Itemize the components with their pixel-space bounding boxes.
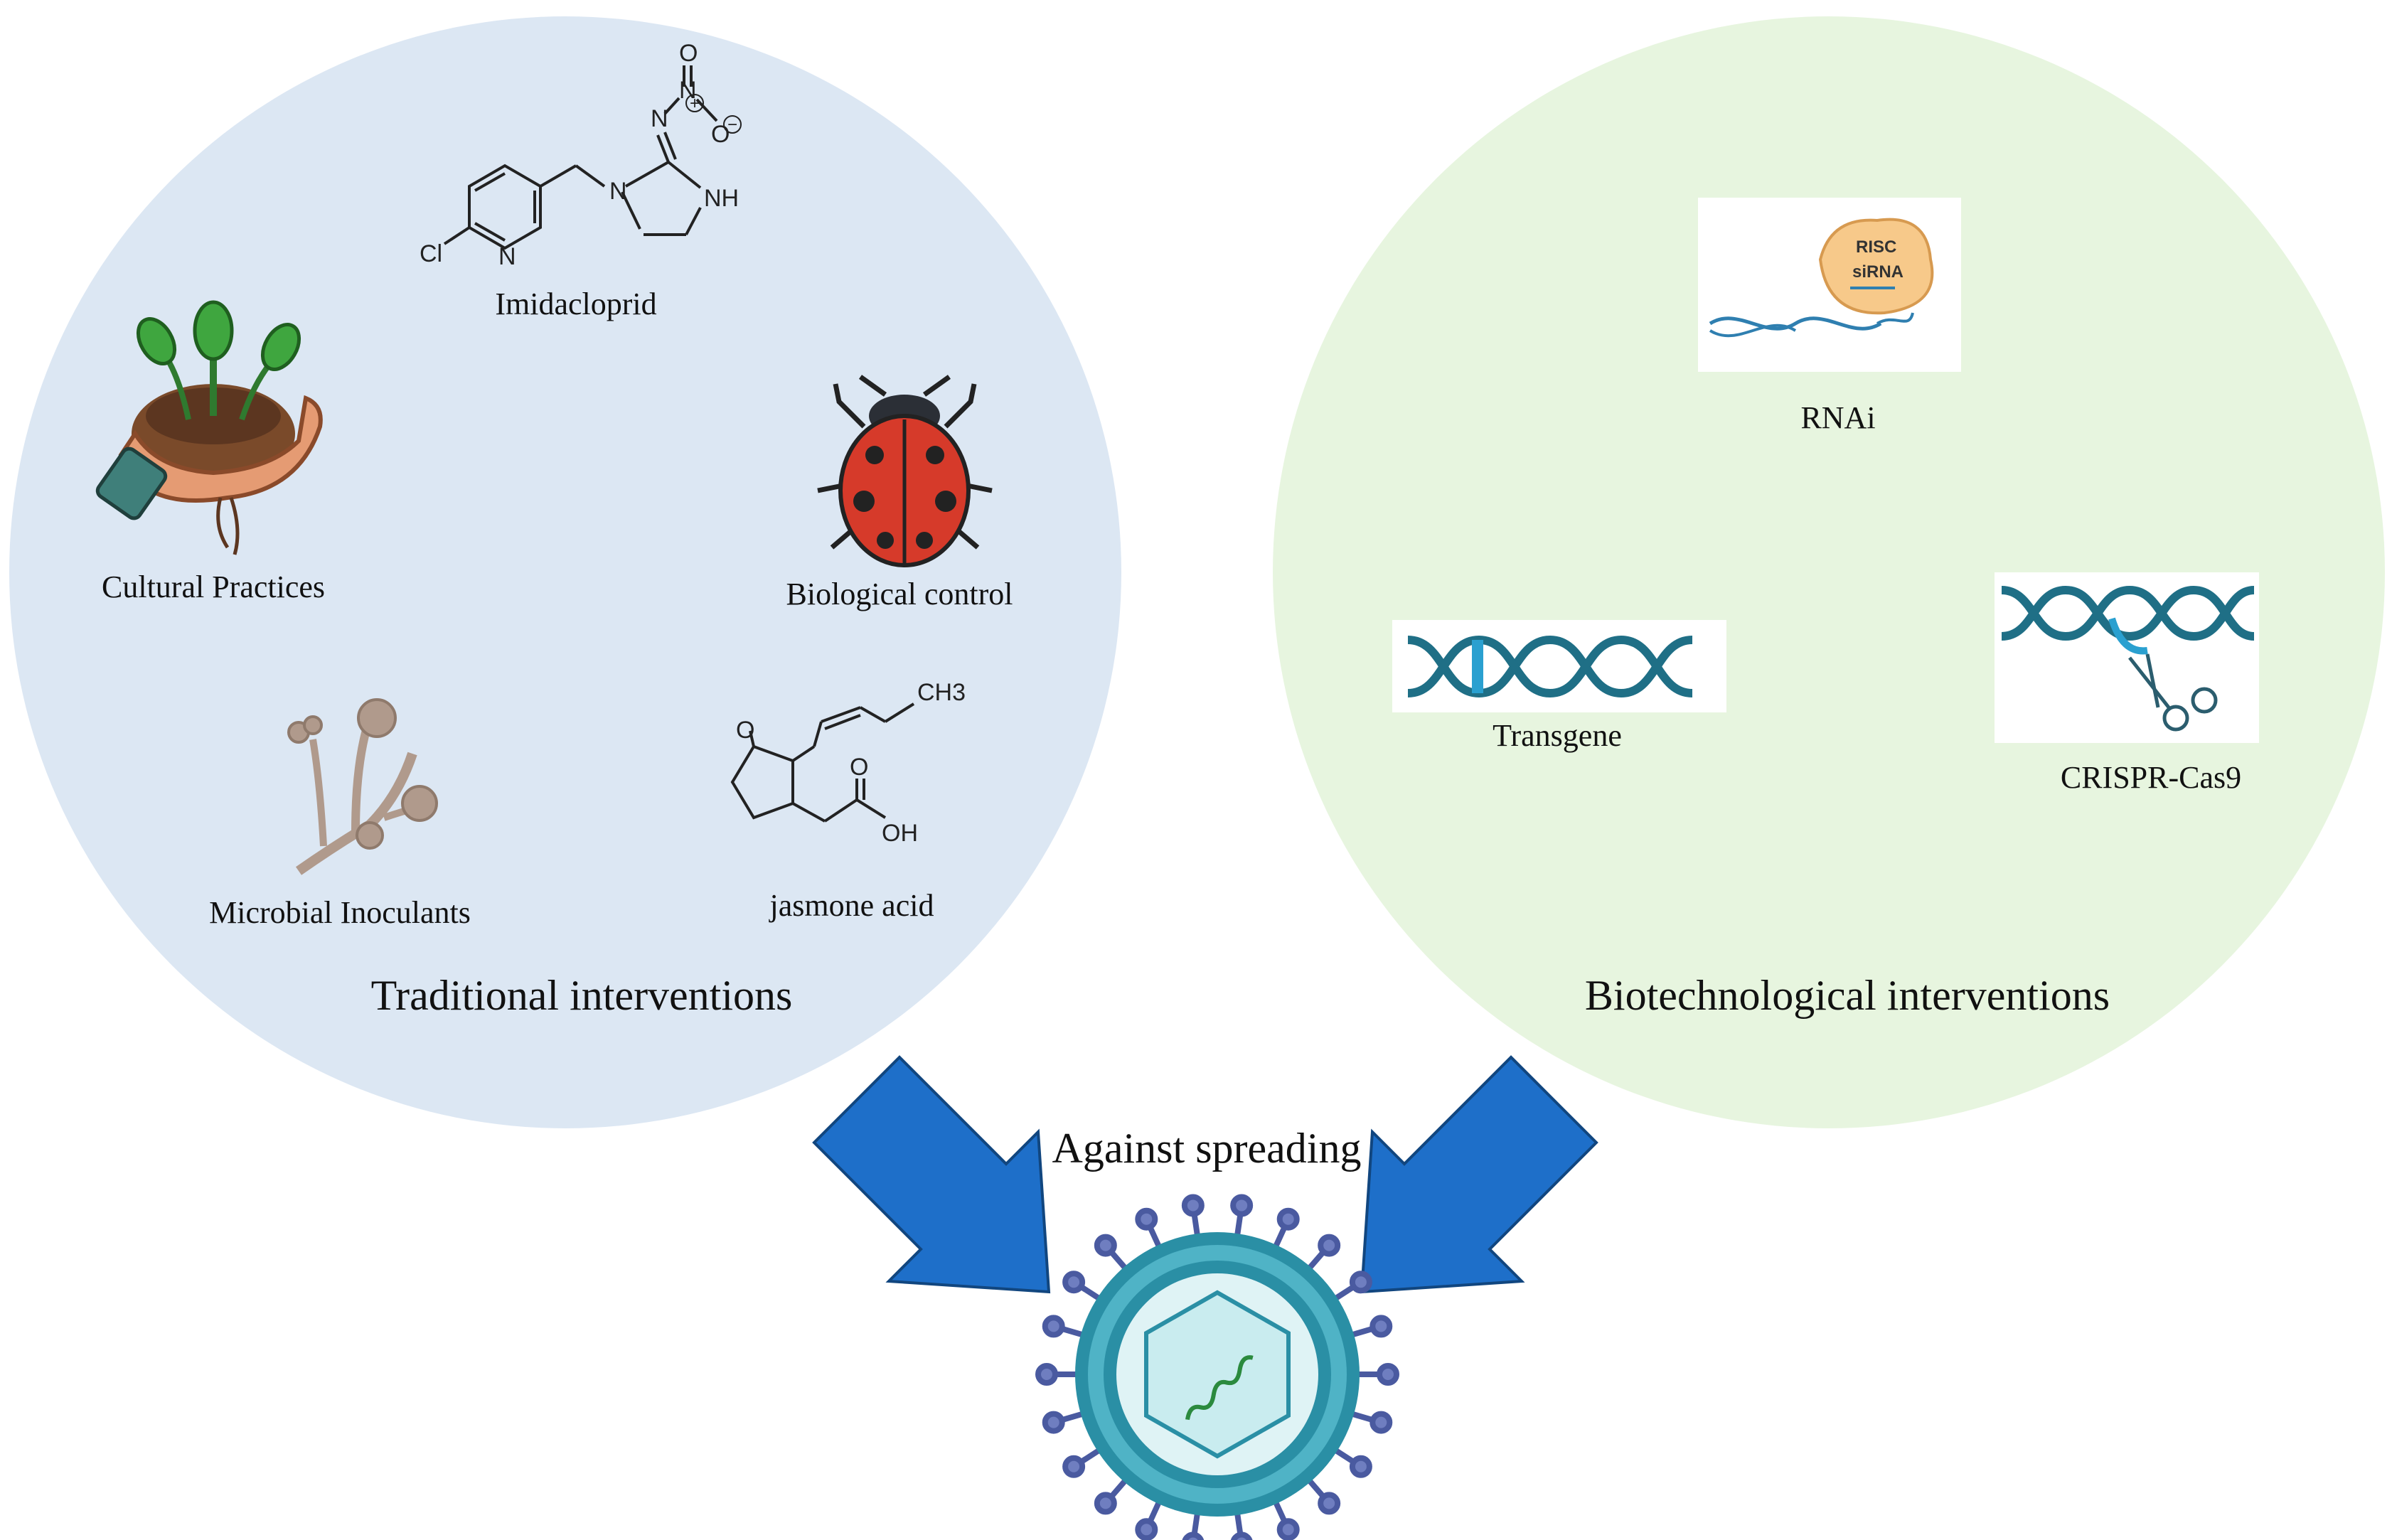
imidacloprid-structure-icon: [443, 65, 718, 250]
virus-spike-cap: [1349, 1271, 1372, 1294]
chem-label-o: O: [736, 717, 754, 744]
virus-spike-cap: [1276, 1518, 1300, 1540]
traditional-title: Traditional interventions: [370, 972, 793, 1019]
virus-spike-cap: [1062, 1455, 1086, 1478]
chem-label-n: N: [498, 243, 516, 270]
chem-label-oh: OH: [882, 820, 918, 847]
biotech-title: Biotechnological interventions: [1584, 972, 2110, 1019]
chem-label-ch3: CH3: [917, 679, 966, 706]
virus-spike-cap: [1377, 1363, 1399, 1386]
biological-control-label: Biological control: [786, 577, 1013, 611]
microbial-inoculants-label: Microbial Inoculants: [209, 895, 471, 930]
virus-spike-cap: [1181, 1194, 1205, 1217]
cultural-practices-label: Cultural Practices: [101, 570, 326, 604]
chem-charge-plus: +: [690, 94, 700, 113]
virus-spike-cap: [1135, 1207, 1158, 1231]
chem-label-cl: Cl: [420, 240, 442, 267]
virus-spike-cap: [1349, 1455, 1372, 1478]
imidacloprid-label: Imidacloprid: [495, 287, 657, 321]
transgene-dna-icon: [1392, 620, 1726, 712]
scissors-icon: [2128, 653, 2218, 732]
risc-label: RISC: [1856, 237, 1896, 257]
crispr-label: CRISPR-Cas9: [2060, 760, 2242, 795]
virus-spike-cap: [1369, 1315, 1393, 1338]
crispr-panel: [1995, 572, 2259, 743]
traditional-circle: [9, 16, 1121, 1128]
chem-charge-minus: −: [727, 115, 737, 134]
virus-icon: [1035, 1194, 1399, 1540]
virus-spike-cap: [1094, 1492, 1117, 1515]
virus-spike-cap: [1042, 1411, 1065, 1434]
virus-spike-cap: [1318, 1234, 1341, 1257]
virus-spike-cap: [1369, 1411, 1393, 1434]
sirna-label: siRNA: [1852, 262, 1904, 282]
virus-spike-cap: [1318, 1492, 1341, 1515]
chem-label-o: O: [850, 754, 868, 781]
jasmone-acid-label: jasmone acid: [769, 888, 934, 923]
virus-spike-cap: [1135, 1518, 1158, 1540]
ladybug-icon: [817, 375, 993, 567]
rnai-panel: RISC siRNA: [1698, 198, 1961, 372]
against-spreading-label: Against spreading: [1052, 1125, 1362, 1172]
jasmone-structure-icon: [730, 702, 915, 823]
biotech-circle: [1273, 16, 2385, 1128]
arrow-icon: [812, 1055, 1598, 1294]
chem-label-o: O: [679, 40, 698, 67]
rnai-label: RNAi: [1800, 400, 1876, 435]
virus-spike-cap: [1276, 1207, 1300, 1231]
hand-plant-icon: [95, 300, 323, 555]
virus-spike-cap: [1230, 1194, 1254, 1217]
fungus-icon: [287, 698, 438, 875]
chem-label-n: N: [651, 105, 668, 132]
transgene-label: Transgene: [1493, 718, 1622, 753]
chem-label-o: O: [711, 121, 730, 148]
virus-spike-cap: [1035, 1363, 1058, 1386]
virus-spike-cap: [1182, 1531, 1205, 1540]
virus-spike-cap: [1230, 1531, 1253, 1540]
chem-label-nh: NH: [704, 185, 739, 212]
virus-spike-cap: [1062, 1271, 1086, 1294]
virus-spike-cap: [1094, 1234, 1117, 1257]
chem-label-n: N: [609, 178, 627, 205]
virus-spike-cap: [1042, 1315, 1065, 1338]
